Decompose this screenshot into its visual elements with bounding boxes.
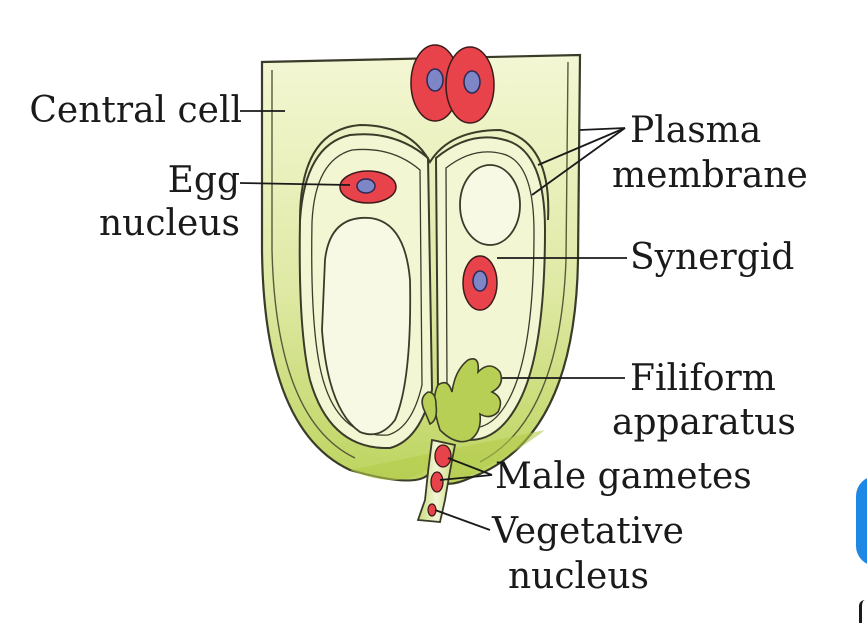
egg-nucleus — [339, 170, 397, 204]
leader-lines — [239, 110, 627, 531]
label-egg-nucleus: nucleus — [98, 203, 240, 244]
synergid-vacuole — [459, 164, 521, 246]
egg-cell-inner — [311, 148, 423, 436]
edge-fragment — [859, 600, 867, 623]
label-male-gametes: Male gametes — [495, 456, 752, 497]
egg-apparatus-cap — [299, 123, 550, 221]
male-gametes — [430, 444, 452, 493]
label-egg: Egg — [167, 160, 240, 201]
label-membrane: membrane — [612, 155, 808, 196]
label-filiform: Filiform — [630, 358, 776, 399]
synergid-nucleus — [462, 255, 498, 311]
plasma-membrane-outer — [271, 70, 356, 459]
label-central-cell: Central cell — [29, 90, 242, 131]
label-vegetative-nucleus: nucleus — [508, 556, 650, 597]
filiform-apparatus — [421, 358, 503, 443]
floating-action-button[interactable] — [856, 476, 867, 566]
label-apparatus: apparatus — [612, 402, 796, 443]
egg-vacuole — [321, 217, 412, 436]
label-vegetative: Vegetative — [492, 511, 684, 552]
label-plasma: Plasma — [630, 110, 762, 151]
vegetative-nucleus — [427, 503, 437, 517]
label-synergid: Synergid — [630, 237, 795, 278]
polar-nuclei — [410, 44, 495, 124]
